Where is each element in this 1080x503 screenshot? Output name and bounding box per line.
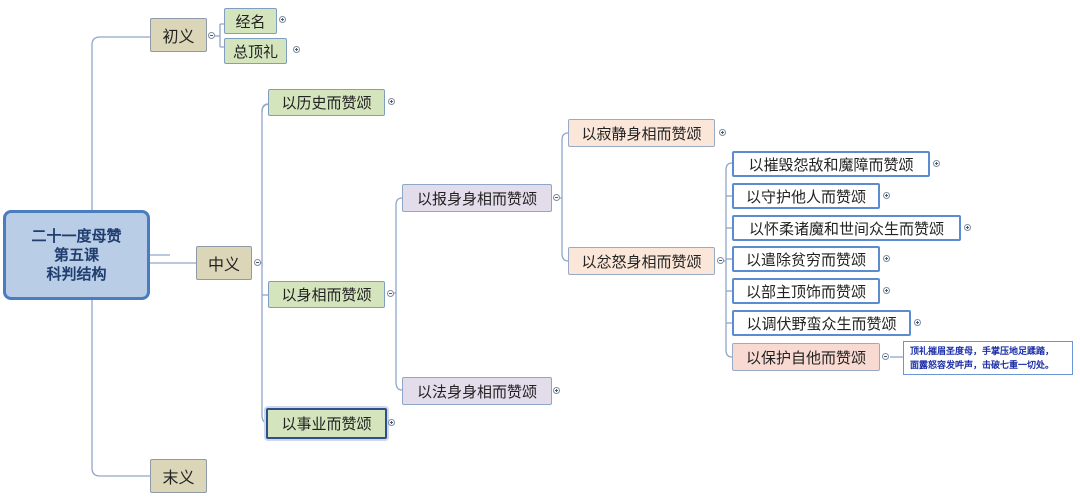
expand-icon[interactable] bbox=[719, 129, 726, 136]
topic-buzhu[interactable]: 以部主顶饰而赞颂 bbox=[732, 278, 880, 304]
expand-icon[interactable] bbox=[933, 160, 940, 167]
expand-icon[interactable] bbox=[883, 255, 890, 262]
topic-fennu[interactable]: 以忿怒身相而赞颂 bbox=[568, 247, 715, 275]
topic-huairou[interactable]: 以怀柔诸魔和世间众生而赞颂 bbox=[732, 215, 961, 241]
topic-baoshen[interactable]: 以报身身相而赞颂 bbox=[402, 184, 552, 212]
expand-icon[interactable] bbox=[964, 224, 971, 231]
expand-icon[interactable] bbox=[388, 98, 395, 105]
expand-icon[interactable] bbox=[553, 387, 560, 394]
collapse-icon[interactable] bbox=[553, 194, 560, 201]
collapse-icon[interactable] bbox=[254, 259, 261, 266]
root-line-1: 二十一度母赞 bbox=[31, 226, 122, 245]
topic-zongdingli[interactable]: 总顶礼 bbox=[224, 38, 287, 64]
topic-fashen[interactable]: 以法身身相而赞颂 bbox=[402, 377, 552, 405]
topic-lishi[interactable]: 以历史而赞颂 bbox=[268, 89, 385, 116]
verse-line-2: 面露怒容发吽声，击破七重一切处。 bbox=[910, 361, 1055, 371]
topic-shenxiang[interactable]: 以身相而赞颂 bbox=[268, 281, 385, 308]
topic-jingming[interactable]: 经名 bbox=[224, 8, 277, 34]
collapse-icon[interactable] bbox=[387, 290, 394, 297]
topic-jijing[interactable]: 以寂静身相而赞颂 bbox=[568, 119, 715, 147]
root-line-2: 第五课 bbox=[53, 245, 99, 264]
expand-icon[interactable] bbox=[883, 192, 890, 199]
collapse-icon[interactable] bbox=[208, 32, 215, 39]
expand-icon[interactable] bbox=[883, 287, 890, 294]
expand-icon[interactable] bbox=[293, 46, 300, 53]
root-line-3: 科判结构 bbox=[46, 264, 107, 283]
topic-cuihui[interactable]: 以摧毁怨敌和魔障而赞颂 bbox=[732, 151, 930, 177]
topic-chuyi[interactable]: 初义 bbox=[150, 18, 207, 52]
verse-note: 顶礼摧眉圣度母，手掌压地足蹂踏， 面露怒容发吽声，击破七重一切处。 bbox=[903, 341, 1073, 375]
topic-shiye[interactable]: 以事业而赞颂 bbox=[266, 408, 387, 439]
expand-icon[interactable] bbox=[388, 419, 395, 426]
collapse-icon[interactable] bbox=[717, 257, 724, 264]
collapse-icon[interactable] bbox=[882, 353, 889, 360]
topic-shouhu[interactable]: 以守护他人而赞颂 bbox=[732, 183, 880, 209]
topic-moyi[interactable]: 末义 bbox=[150, 459, 207, 493]
expand-icon[interactable] bbox=[279, 16, 286, 23]
root-topic[interactable]: 二十一度母赞 第五课 科判结构 bbox=[3, 210, 150, 300]
topic-qianchu[interactable]: 以遣除贫穷而赞颂 bbox=[732, 246, 880, 272]
topic-baohu[interactable]: 以保护自他而赞颂 bbox=[732, 343, 880, 371]
verse-line-1: 顶礼摧眉圣度母，手掌压地足蹂踏， bbox=[910, 347, 1055, 357]
expand-icon[interactable] bbox=[914, 319, 921, 326]
topic-zhongyi[interactable]: 中义 bbox=[196, 246, 252, 280]
topic-tiaofu[interactable]: 以调伏野蛮众生而赞颂 bbox=[732, 310, 911, 336]
